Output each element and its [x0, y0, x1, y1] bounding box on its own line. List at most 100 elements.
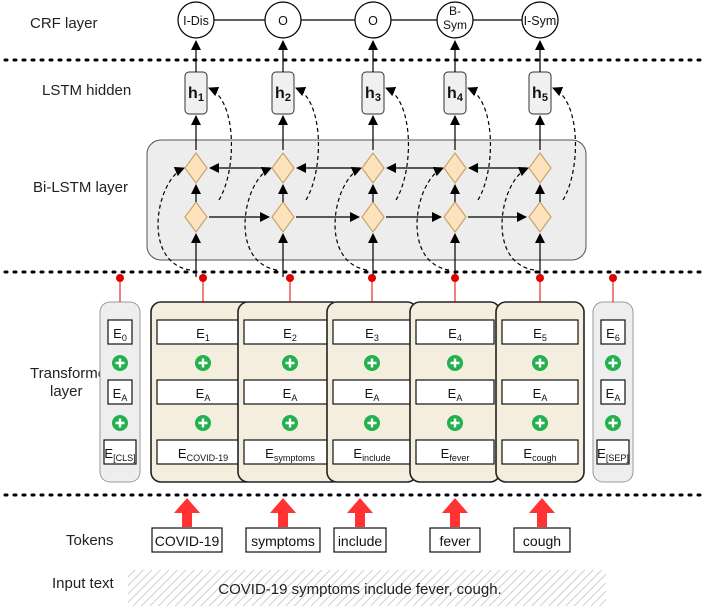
- lstm-hidden-label-base: h: [275, 85, 285, 102]
- input-sentence: COVID-19 symptoms include fever, cough.: [218, 581, 501, 598]
- forward-lstm-cell: [443, 200, 467, 234]
- output-dot: [199, 274, 207, 282]
- output-dot: [368, 274, 376, 282]
- token-embedding-label: Einclude: [353, 446, 390, 463]
- token-input-arrow: [174, 498, 200, 527]
- plus-icon-cross: [535, 358, 545, 368]
- plus-icon-cross: [450, 358, 460, 368]
- segment-embedding-label: EA: [113, 386, 128, 403]
- token-embedding-label: Esymptoms: [265, 446, 315, 463]
- token-label: fever: [439, 533, 470, 549]
- backward-lstm-cell: [528, 151, 552, 185]
- crf-tag-label: B-Sym: [443, 4, 467, 32]
- label-transformer-layer-line1: Transformer: [30, 365, 111, 382]
- bilstm-container: [146, 139, 587, 261]
- plus-icon-cross: [608, 418, 618, 428]
- lstm-hidden-label-sub: 4: [457, 92, 464, 104]
- token-embedding-value-box: [501, 439, 579, 465]
- crf-tag-label-line2: Sym: [443, 18, 467, 32]
- forward-lstm-cell: [271, 200, 295, 234]
- segment-embedding-label-sub: A: [541, 393, 547, 403]
- segment-embedding-label-base: E: [196, 386, 205, 401]
- position-embedding-box: [501, 319, 579, 345]
- crf-tag-node: [264, 1, 302, 39]
- position-embedding-label: E6: [606, 326, 620, 343]
- token-embedding-label-sub: COVID-19: [187, 453, 229, 463]
- skip-connection-curve: [385, 86, 410, 201]
- input-dashed-curve: [501, 166, 535, 271]
- skip-connection-curve: [295, 86, 320, 201]
- segment-embedding-label-base: E: [448, 386, 457, 401]
- token-embedding-label-base: E: [265, 446, 274, 461]
- position-embedding-label: E4: [448, 326, 462, 343]
- position-embedding-box: [156, 319, 250, 345]
- backward-lstm-cell: [271, 151, 295, 185]
- input-dashed-curve: [157, 166, 191, 271]
- position-embedding-label-base: E: [448, 326, 457, 341]
- position-embedding-label-sub: 3: [374, 333, 379, 343]
- position-embedding-box: [600, 319, 626, 345]
- segment-embedding-label-sub: A: [456, 393, 462, 403]
- crf-tag-label: I-Sym: [524, 14, 557, 28]
- token-embedding-label-sub: symptoms: [274, 453, 316, 463]
- segment-embedding-label-sub: A: [291, 393, 297, 403]
- plus-icon-cross: [115, 358, 125, 368]
- segment-embedding-box: [415, 379, 495, 405]
- plus-icon-cross: [535, 418, 545, 428]
- token-embedding-label: E[SEP]: [597, 446, 629, 463]
- token-embedding-label-base: E: [441, 446, 450, 461]
- segment-embedding-label: EA: [365, 386, 380, 403]
- token-input-arrow: [529, 498, 555, 527]
- token-embedding-label-base: E: [523, 446, 532, 461]
- plus-icon-cross: [198, 418, 208, 428]
- lstm-hidden-label: h4: [447, 85, 464, 104]
- plus-icon-cross: [450, 418, 460, 428]
- token-embedding-value-box: [415, 439, 495, 465]
- segment-embedding-label-sub: A: [614, 393, 620, 403]
- segment-embedding-label-sub: A: [373, 393, 379, 403]
- output-dot: [286, 274, 294, 282]
- token-embedding-label-sub: include: [362, 453, 391, 463]
- token-embedding-value-box: [243, 439, 337, 465]
- crf-tag-label: O: [368, 14, 378, 28]
- output-dot: [116, 274, 124, 282]
- token-box: [151, 527, 223, 553]
- lstm-hidden-label: h2: [275, 85, 291, 104]
- backward-lstm-cell: [443, 151, 467, 185]
- plus-icon-cross: [367, 358, 377, 368]
- position-embedding-label: E2: [283, 326, 297, 343]
- token-embedding-value-box: [103, 439, 137, 465]
- lstm-hidden-label-base: h: [365, 85, 375, 102]
- segment-embedding-box: [501, 379, 579, 405]
- position-embedding-label-base: E: [533, 326, 542, 341]
- skip-connection-curve: [208, 86, 233, 201]
- token-embedding-label-base: E: [178, 446, 187, 461]
- token-embedding-label: Ecough: [523, 446, 556, 463]
- token-input-arrow: [442, 498, 468, 527]
- token-embedding-label-sub: fever: [449, 453, 469, 463]
- token-embedding-label-base: E: [597, 446, 606, 461]
- plus-icon-cross: [115, 418, 125, 428]
- token-box: [513, 527, 571, 553]
- position-embedding-label: E5: [533, 326, 547, 343]
- input-dashed-curve: [244, 166, 278, 271]
- backward-lstm-cell: [184, 151, 208, 185]
- position-embedding-label-base: E: [113, 326, 122, 341]
- token-label: include: [338, 533, 383, 549]
- token-box: [429, 527, 481, 553]
- lstm-hidden-label-base: h: [447, 85, 457, 102]
- position-embedding-label-base: E: [606, 326, 615, 341]
- label-tokens: Tokens: [66, 532, 114, 549]
- position-embedding-label-base: E: [196, 326, 205, 341]
- segment-embedding-label-base: E: [113, 386, 122, 401]
- forward-lstm-cell: [361, 200, 385, 234]
- token-embedding-value-box: [596, 439, 630, 465]
- segment-embedding-label-sub: A: [121, 393, 127, 403]
- segment-embedding-label-base: E: [533, 386, 542, 401]
- token-box: [245, 527, 321, 553]
- position-embedding-label-sub: 2: [292, 333, 297, 343]
- position-embedding-label-sub: 4: [457, 333, 462, 343]
- segment-embedding-box: [600, 379, 626, 405]
